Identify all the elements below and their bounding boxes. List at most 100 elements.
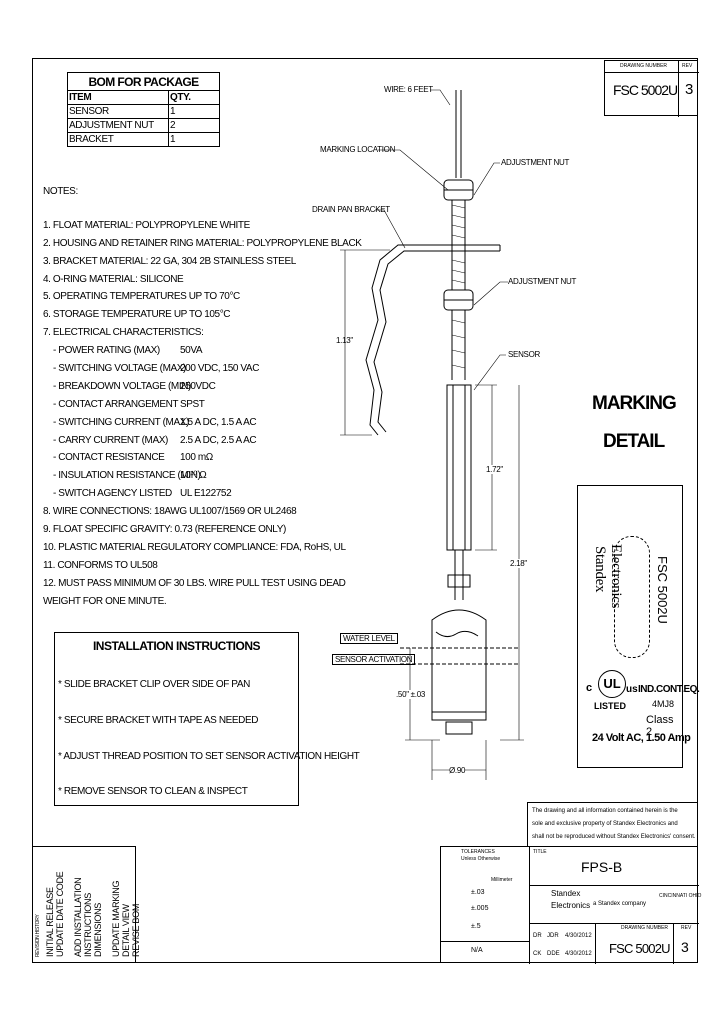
voltage-rating: 24 Volt AC, 1.50 Amp (592, 732, 691, 744)
note-line: 5. OPERATING TEMPERATURES UP TO 70°C (43, 291, 240, 303)
wire-label: WIRE: 6 FEET (384, 85, 433, 94)
dr-label: DR (533, 933, 542, 939)
dim-0-90: Ø.90 (449, 766, 466, 775)
elec-key: - POWER RATING (MAX) (53, 345, 160, 357)
ul-code: 4MJ8 (652, 699, 675, 709)
tol-1: ±.03 (471, 889, 485, 896)
elec-value: 100 mΩ (180, 452, 213, 464)
dim-1-13: 1.13" (336, 336, 353, 345)
dwg-no-label-2: DRAWING NUMBER (621, 925, 669, 931)
elec-key: - SWITCH AGENCY LISTED (53, 488, 172, 500)
adj-nut-bottom-label: ADJUSTMENT NUT (508, 277, 577, 286)
note-line: 2. HOUSING AND RETAINER RING MATERIAL: P… (43, 237, 362, 249)
note-line: 9. FLOAT SPECIFIC GRAVITY: 0.73 (REFEREN… (43, 524, 286, 536)
adj-nut-top-label: ADJUSTMENT NUT (501, 158, 570, 167)
rev-bottom: 3 (681, 939, 689, 955)
note-line: 10. PLASTIC MATERIAL REGULATORY COMPLIAN… (43, 541, 346, 553)
dwg-no-top: FSC 5002U (613, 82, 678, 98)
water-level-label: WATER LEVEL (340, 633, 398, 644)
elec-value: 250VDC (180, 380, 216, 392)
elec-row: - SWITCHING CURRENT (MAX)1.5 A DC, 1.5 A… (43, 414, 362, 432)
note-line: 7. ELECTRICAL CHARACTERISTICS: (43, 327, 204, 339)
dim-2-18: 2.18" (510, 559, 527, 568)
ul-c-mark: c (586, 682, 593, 694)
elec-value: 1.5 A DC, 1.5 A AC (180, 416, 257, 428)
elec-value: UL E122752 (180, 488, 232, 500)
tol-3: ±.5 (471, 923, 481, 930)
elec-row: - SWITCH AGENCY LISTED UL E122752 (43, 485, 362, 503)
rev-history-line: ADD INSTALLATION (73, 877, 83, 957)
ul-logo-icon: UL (598, 670, 626, 698)
elec-row: - INSULATION RESISTANCE (MIN)10¹⁰ Ω (43, 467, 362, 485)
title-label: TITLE (533, 849, 547, 855)
sensor-activation-label: SENSOR ACTIVATION (332, 654, 416, 665)
elec-row: - CONTACT RESISTANCE 100 mΩ (43, 449, 362, 467)
dwg-no-label: DRAWING NUMBER (620, 63, 668, 69)
elec-value: 2.5 A DC, 2.5 A AC (180, 434, 257, 446)
logo-outline (614, 536, 650, 658)
elec-row: - POWER RATING (MAX) 50VA (43, 342, 362, 360)
company-name: Standex (551, 889, 581, 898)
marking-location-label: MARKING LOCATION (320, 145, 396, 154)
install-step: * REMOVE SENSOR TO CLEAN & INSPECT (58, 786, 248, 797)
install-step: * ADJUST THREAD POSITION TO SET SENSOR A… (58, 751, 360, 762)
note-line: 4. O-RING MATERIAL: SILICONE (43, 273, 184, 285)
notice-line: The drawing and all information containe… (532, 808, 678, 814)
dwg-no-bottom: FSC 5002U (609, 941, 671, 956)
revision-history: REVISION HISTORY INITIAL RELEASE UPDATE … (32, 846, 141, 963)
elec-row: - CARRY CURRENT (MAX) 2.5 A DC, 2.5 A AC (43, 432, 362, 450)
note-line: 6. STORAGE TEMPERATURE UP TO 105°C (43, 309, 231, 321)
tol-title: TOLERANCES (461, 849, 495, 855)
tol-mm: Millimeter (491, 877, 513, 883)
note-line: 12. MUST PASS MINIMUM OF 30 LBS. WIRE PU… (43, 577, 346, 589)
rev-history-line: INSTRUCTIONS (83, 893, 93, 957)
top-dwg-block: DRAWING NUMBER REV FSC 5002U 3 (604, 60, 699, 117)
rev-top: 3 (685, 81, 694, 98)
elec-key: - CARRY CURRENT (MAX) (53, 434, 168, 446)
drain-pan-bracket-label: DRAIN PAN BRACKET (312, 205, 390, 214)
rev-history-line: UPDATE DATE CODE (55, 871, 65, 957)
rev-label-2: REV (681, 925, 692, 931)
elec-row: - BREAKDOWN VOLTAGE (MIN)250VDC (43, 378, 362, 396)
elec-key: - INSULATION RESISTANCE (MIN) (53, 470, 201, 482)
elec-key: - BREAKDOWN VOLTAGE (MIN) (53, 380, 191, 392)
ul-us-mark: us (626, 684, 638, 695)
notes-heading: NOTES: (43, 186, 78, 197)
note-line: WEIGHT FOR ONE MINUTE. (43, 595, 167, 607)
company-name-2: Electronics (551, 901, 591, 910)
elec-key: - CONTACT RESISTANCE (53, 452, 165, 464)
company-tagline: a Standex company (593, 901, 647, 907)
elec-key: - SWITCHING VOLTAGE (MAX) (53, 363, 186, 375)
installation-box: INSTALLATION INSTRUCTIONS * SLIDE BRACKE… (54, 632, 360, 806)
elec-value: 50VA (180, 345, 203, 357)
elec-row: - SWITCHING VOLTAGE (MAX)200 VDC, 150 VA… (43, 360, 362, 378)
rev-history-line: INITIAL RELEASE (45, 887, 55, 957)
dim-0-50: .50" ±.03 (396, 690, 425, 699)
elec-value: 200 VDC, 150 VAC (180, 363, 260, 375)
installation-title: INSTALLATION INSTRUCTIONS (92, 639, 261, 653)
rev-history-title: REVISION HISTORY (35, 914, 41, 957)
rev-label: REV (682, 63, 693, 69)
date-2: 4/30/2012 (565, 951, 592, 957)
ck-label: CK (533, 951, 542, 957)
rev-history-line: DIMENSIONS (93, 902, 103, 957)
ind-cont-eq: IND.CONT.EQ. (638, 684, 700, 695)
install-step: * SLIDE BRACKET CLIP OVER SIDE OF PAN (58, 679, 250, 690)
dr-value: JDR (547, 933, 559, 939)
drawing-frame (32, 58, 698, 963)
marking-part-number: FSC 5002U (655, 556, 670, 624)
bom-qty: 1 (168, 132, 220, 147)
install-step: * SECURE BRACKET WITH TAPE AS NEEDED (58, 715, 259, 726)
notice-line: shall not be reproduced without Standex … (532, 834, 696, 840)
note-line: 3. BRACKET MATERIAL: 22 GA, 304 2B STAIN… (43, 255, 296, 267)
date-1: 4/30/2012 (565, 933, 592, 939)
notes: NOTES: 1. FLOAT MATERIAL: POLYPROPYLENE … (43, 183, 362, 610)
company-address: CINCINNATI OHIO (659, 893, 702, 899)
tol-2: ±.005 (471, 905, 489, 912)
elec-key: - CONTACT ARRANGEMENT (53, 398, 179, 410)
notice-block: The drawing and all information containe… (527, 802, 698, 846)
class-rating: Class 2 (646, 714, 674, 738)
drawing-title: FPS-B (581, 859, 623, 875)
